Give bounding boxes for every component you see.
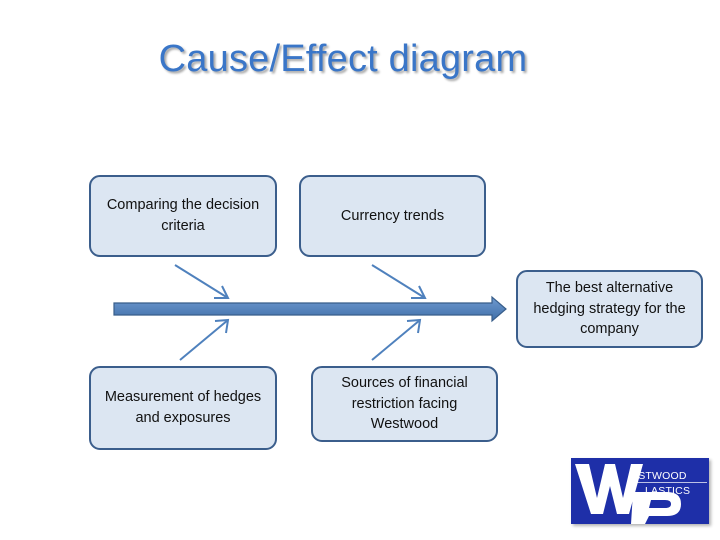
cause-label-currency: Currency trends bbox=[340, 207, 445, 224]
cause-box-sources: Sources of financial restriction facing … bbox=[311, 366, 498, 442]
cause-label-sources: Sources of financial restriction facing … bbox=[341, 375, 468, 433]
spine-arrow bbox=[113, 295, 507, 323]
page-title: Cause/Effect diagram bbox=[158, 38, 528, 80]
cause-box-comparing: Comparing the decision criteria bbox=[89, 175, 277, 257]
wp-monogram bbox=[575, 464, 707, 524]
cause-label-measurement: Measurement of hedges and exposures bbox=[104, 389, 262, 426]
cause-label-comparing: Comparing the decision criteria bbox=[106, 197, 260, 234]
effect-label: The best alternative hedging strategy fo… bbox=[533, 280, 686, 338]
branch-arrow-measurement bbox=[179, 318, 230, 361]
branch-arrow-currency bbox=[371, 264, 427, 299]
branch-arrow-sources bbox=[371, 318, 422, 361]
cause-box-measurement: Measurement of hedges and exposures bbox=[89, 366, 277, 450]
westwood-plastics-logo: ESTWOOD LASTICS bbox=[571, 458, 709, 524]
effect-box: The best alternative hedging strategy fo… bbox=[516, 270, 703, 348]
branch-arrow-comparing bbox=[174, 264, 230, 299]
logo-text-line1: ESTWOOD bbox=[631, 470, 687, 482]
cause-box-currency: Currency trends bbox=[299, 175, 486, 257]
logo-text-line2: LASTICS bbox=[645, 485, 691, 497]
